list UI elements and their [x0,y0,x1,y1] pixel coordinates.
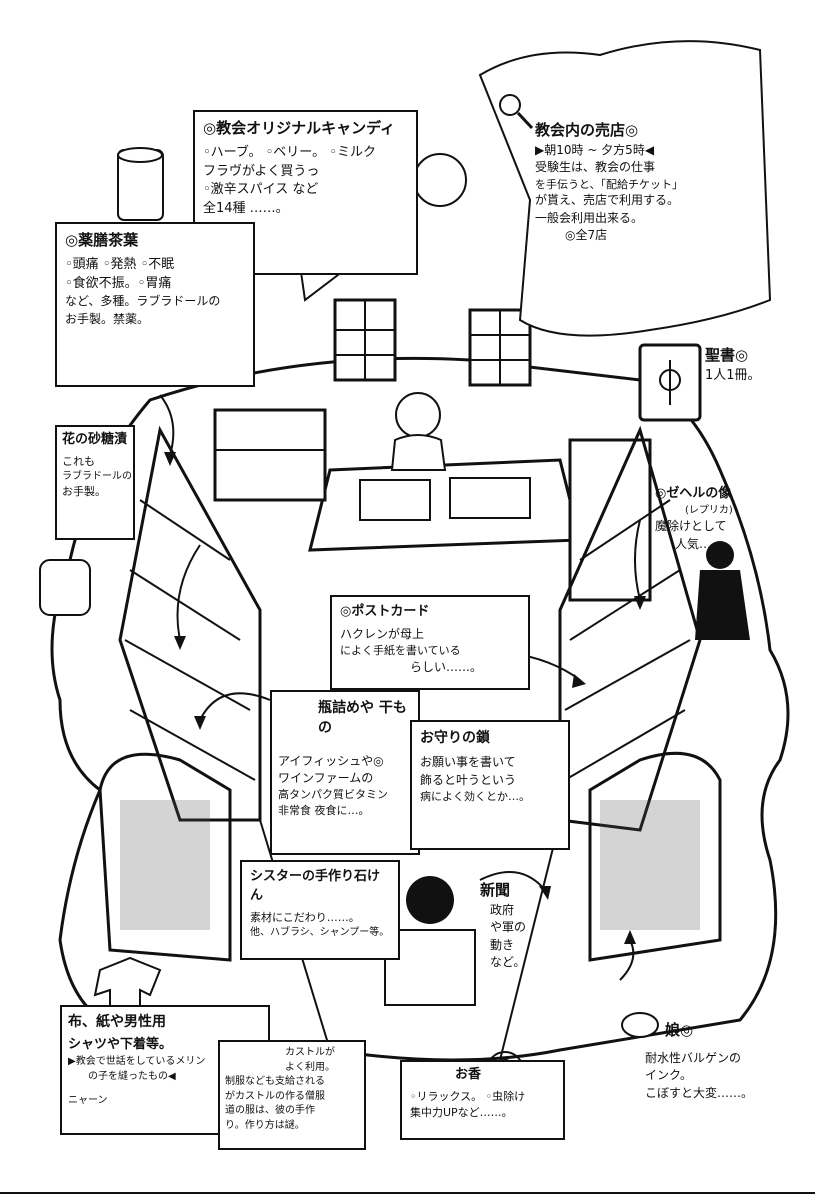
uniform-line: カストルが [285,1047,335,1058]
amulet-line: 病によく効くとか…。 [420,790,530,804]
statue-line: 魔除けとして [655,519,727,534]
statue-note: ◎ゼヘルの像 (レプリカ) 魔除けとして 人気……。 [655,485,805,553]
amulet-line: お願い事を書いて [420,755,516,770]
flower-line: お手製。 [62,485,106,499]
candy-box: ◎教会オリジナルキャンディ ◦ハーブ。 ◦ベリー。 ◦ミルク フラヴがよく買うっ… [193,110,418,275]
amulet-box: お守りの鎖 お願い事を書いて 飾ると叶うという 病によく効くとか…。 [410,720,570,850]
cloth-line: シャツや下着等。 [68,1037,173,1053]
flower-title: 花の砂糖漬 [62,432,128,447]
cat-sound-text: ニャーン [68,1095,108,1107]
candy-line: ◦ハーブ。 ◦ベリー。 ◦ミルク [203,144,376,160]
postcard-line: ハクレンが母上 [340,626,425,641]
incense-box: お香 ◦リラックス。 ◦虫除け 集中力UPなど……。 [400,1060,565,1140]
ink-note: 娘◎ 耐水性バルゲンの インク。 こぼすと大変……。 [645,1020,810,1102]
soap-line: 他、ハブラシ、シャンプー等。 [250,926,390,938]
incense-line: 集中力UPなど……。 [410,1105,513,1119]
tea-line: ◦食欲不振。◦胃痛 [65,275,172,291]
tea-line: お手製。禁薬。 [65,311,150,326]
uniform-line: がカストルの作る僧服 [225,1090,325,1102]
uniform-line: 制服なども支給される [225,1076,325,1087]
bible-line: 1人1冊。 [705,367,761,383]
postcard-line: らしい……。 [410,660,483,675]
newspaper-line: や軍の [490,920,527,935]
statue-title: ◎ゼヘルの像 [655,486,732,501]
jars-line: 非常食 夜食に…。 [278,804,370,818]
shop-line: 一般会利用出来る。 [535,210,644,225]
soap-line: 素材にこだわり……。 [250,910,360,924]
ink-line: インク。 [645,1068,693,1083]
amulet-line: 飾ると叶うという [420,772,517,787]
tea-line: など、多種。ラブラドールの [65,294,221,309]
uniform-line: よく利用。 [285,1061,335,1073]
shop-title: 教会内の売店◎ [535,121,639,139]
uniform-line: 道の服は、彼の手作 [225,1105,315,1116]
ink-title: 娘◎ [665,1021,694,1039]
flower-line: これも [62,454,95,468]
postcard-title: ◎ポストカード [340,604,430,619]
cloth-title: 布、紙や男性用 [68,1014,166,1030]
shop-line: ◎全7店 [565,228,608,243]
jars-line: 高タンパク質ビタミン [278,788,388,802]
uniform-line: り。作り方は謎。 [225,1119,305,1131]
cloth-line: の子を縫ったもの◀ [88,1070,176,1082]
incense-line: ◦リラックス。 ◦虫除け [410,1089,526,1103]
candy-line: 全14種 ……。 [203,201,289,217]
newspaper-line: 政府 [490,902,515,917]
shop-line: 受験生は、教会の仕事 [535,160,656,175]
newspaper-line: 動き [490,937,515,952]
soap-box: シスターの手作り石けん 素材にこだわり……。 他、ハブラシ、シャンプー等。 [240,860,400,960]
bible-title: 聖書◎ [705,346,749,364]
jars-line: アイフィッシュや◎ [278,753,384,768]
tea-title: ◎薬膳茶葉 [65,231,139,249]
ink-line: こぼすと大変……。 [645,1085,754,1100]
incense-title: お香 [455,1067,482,1082]
amulet-title: お守りの鎖 [420,730,490,746]
soap-title: シスターの手作り石けん [250,869,381,903]
cloth-line: ▶教会で世話をしているメリン [68,1056,206,1068]
statue-line: 人気……。 [675,536,736,551]
uniform-box: カストルが よく利用。 制服なども支給される がカストルの作る僧服 道の服は、彼… [218,1040,366,1150]
postcard-line: によく手紙を書いている [340,644,461,658]
flower-candy-box: 花の砂糖漬 これも ラブラドールの お手製。 [55,425,135,540]
jars-title: 瓶詰めや 干もの [318,700,407,737]
statue-sub: (レプリカ) [685,504,733,516]
candy-line: ◦激辛スパイス など [203,182,319,198]
bible-note: 聖書◎ 1人1冊。 [705,345,805,386]
jars-line: ワインファームの [278,770,374,785]
shop-line: を手伝うと、「配給チケット」 [535,177,684,191]
shop-note: 教会内の売店◎ ▶朝10時 ~ 夕方5時◀ 受験生は、教会の仕事 を手伝うと、「… [535,120,760,245]
ink-line: 耐水性バルゲンの [645,1050,742,1065]
tea-line: ◦頭痛 ◦発熱 ◦不眠 [65,256,175,272]
shop-line: が貰え、売店で利用する。 [535,193,680,208]
newspaper-title: 新聞 [480,881,511,899]
preserved-food-box: 瓶詰めや 干もの アイフィッシュや◎ ワインファームの 高タンパク質ビタミン 非… [270,690,420,855]
candy-title: ◎教会オリジナルキャンディ [203,119,396,137]
newspaper-note: 新聞 政府 や軍の 動き など。 [480,880,550,971]
herbal-tea-box: ◎薬膳茶葉 ◦頭痛 ◦発熱 ◦不眠 ◦食欲不振。◦胃痛 など、多種。ラブラドール… [55,222,255,387]
flower-line: ラブラドールの [62,470,132,482]
shop-line: ▶朝10時 ~ 夕方5時◀ [535,142,655,157]
postcard-box: ◎ポストカード ハクレンが母上 によく手紙を書いている らしい……。 [330,595,530,690]
newspaper-line: など。 [490,954,526,969]
candy-line: フラヴがよく買うっ [203,163,320,179]
